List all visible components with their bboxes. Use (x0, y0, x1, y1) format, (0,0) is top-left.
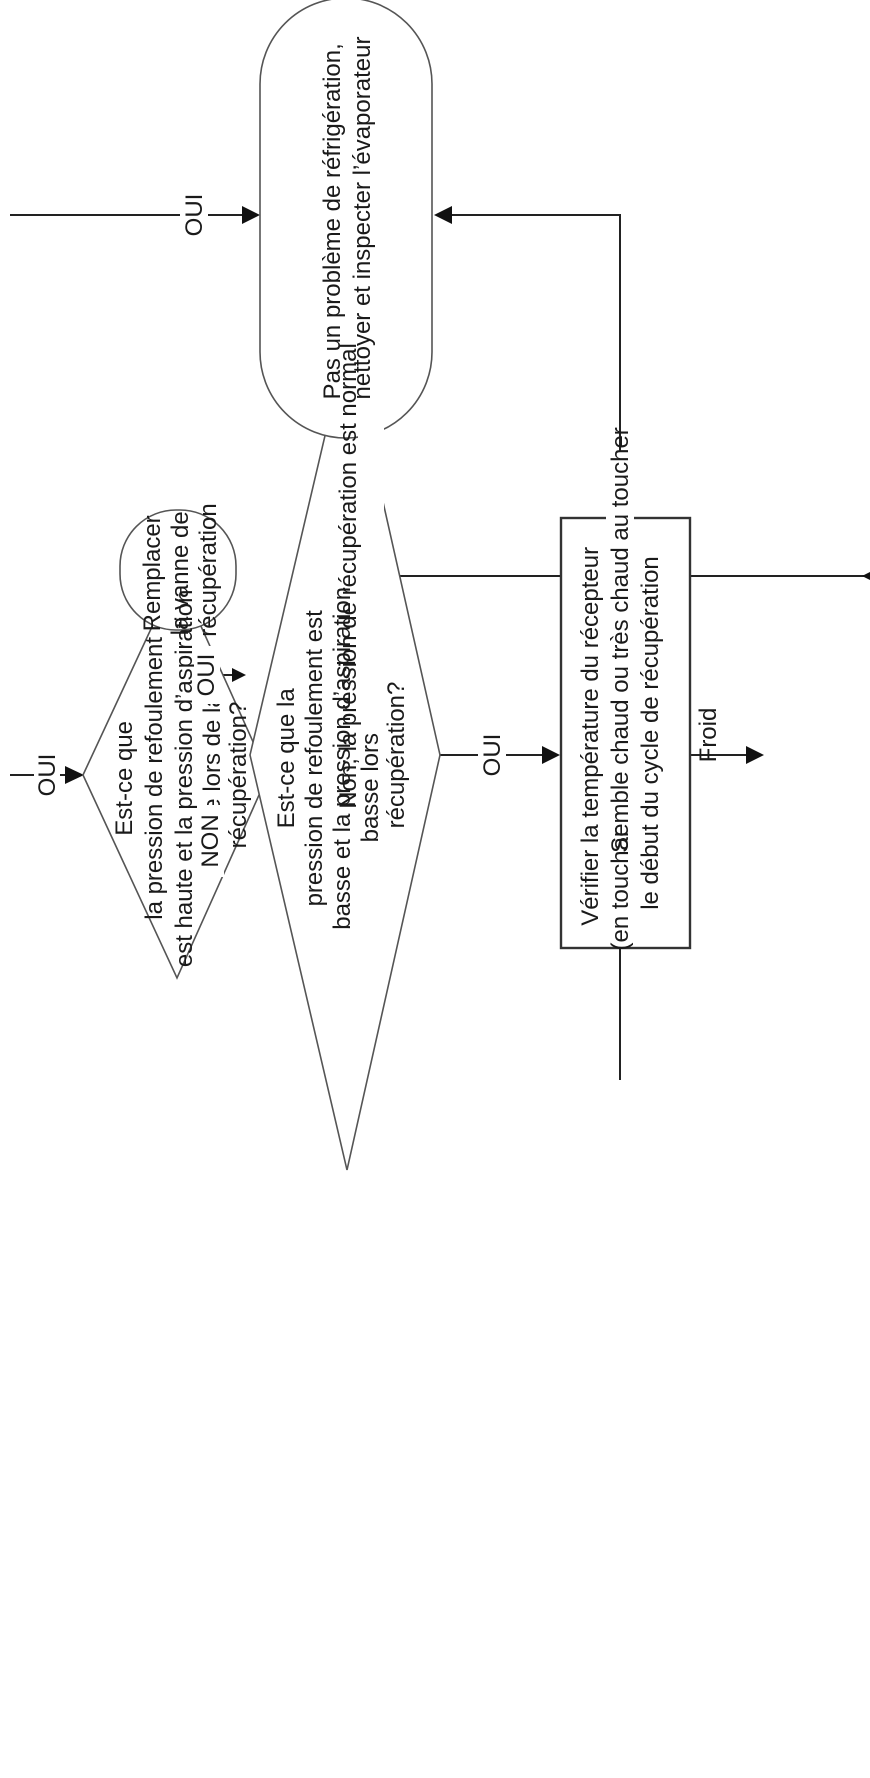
text-line: récupération (195, 503, 222, 636)
text-line: basse et la pression d’aspiration (329, 587, 356, 930)
label-oui-top: OUI (181, 194, 208, 237)
label-bg (358, 408, 384, 728)
arrowhead (862, 567, 870, 585)
label-bg (606, 452, 634, 828)
label-warm: Semble chaud ou très chaud au toucher (607, 427, 634, 853)
label-bg (198, 805, 224, 877)
text-line: Remplacer (139, 515, 166, 631)
text-line: pression de refoulement est (301, 610, 328, 907)
arrowhead (542, 746, 560, 764)
decision-discharge-low-text: Est-ce que la pression de refoulement es… (273, 580, 410, 930)
decision-discharge-low (249, 341, 441, 1171)
label-oui-entry: OUI (34, 754, 61, 797)
text-line: la pression de refoulement (141, 637, 168, 920)
label-bg (478, 724, 506, 786)
not-refrigeration-text: Pas un problème de réfrigération, nettoy… (319, 37, 376, 400)
text-line: récupération? (225, 702, 252, 849)
label-non-normal: Non; la pression de récupération est nor… (335, 343, 362, 809)
text-line: Est-ce que (111, 721, 138, 836)
replace-valve-box (119, 509, 237, 631)
text-line: est haute et la pression d’aspiration (171, 590, 198, 968)
label-oui-replace: OUI (193, 654, 220, 697)
text-line: Est-ce que la (273, 688, 300, 829)
arrowhead (746, 746, 764, 764)
arrowhead (434, 206, 452, 224)
label-non: NON (197, 814, 224, 867)
text-line: Pas un problème de réfrigération, (319, 43, 346, 399)
text-line: nettoyer et inspecter l’évaporateur (349, 37, 376, 400)
label-bg (194, 646, 220, 704)
label-oui-verify: OUI (479, 734, 506, 777)
text-line: récupération? (383, 682, 410, 829)
arrowhead (242, 206, 260, 224)
arrowhead (65, 766, 84, 784)
label-froid: Froid (695, 708, 722, 763)
decision-discharge-high-text: Est-ce que la pression de refoulement es… (111, 583, 252, 967)
arrowhead (232, 668, 246, 682)
label-bg (34, 747, 60, 803)
text-line: le début du cycle de récupération (637, 556, 664, 910)
text-line: la vanne de (167, 511, 194, 635)
replace-valve-text: Remplacer la vanne de récupération (139, 503, 222, 636)
not-refrigeration-pill (259, 0, 433, 439)
label-bg (180, 184, 208, 246)
text-line: Vérifier la température du récepteur (577, 547, 604, 926)
